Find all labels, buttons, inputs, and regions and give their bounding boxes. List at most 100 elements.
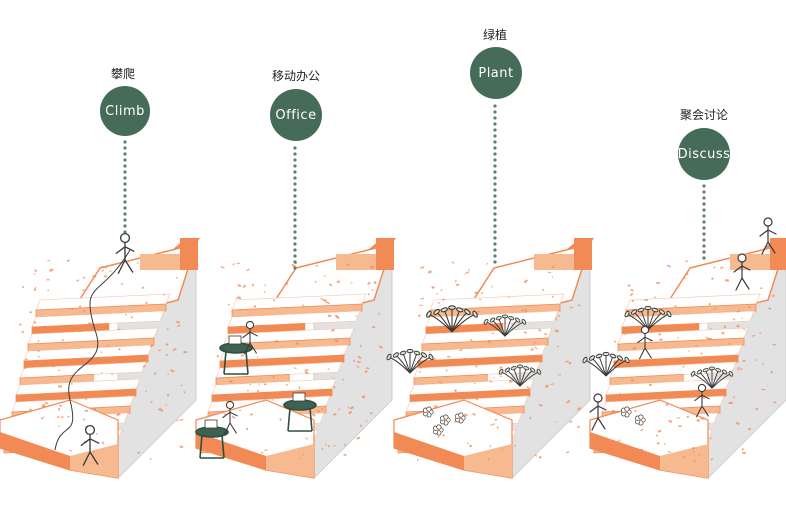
stair-speckle	[666, 264, 672, 268]
stair-speckle	[264, 284, 266, 286]
stair-speckle	[463, 413, 468, 417]
leader-dot	[493, 146, 497, 150]
stair-speckle	[149, 458, 152, 460]
stair-speckle	[653, 296, 657, 299]
leader-dot	[493, 230, 497, 234]
stair-speckle	[150, 400, 153, 404]
stair-speckle	[348, 410, 353, 415]
stair-speckle	[320, 297, 325, 301]
stair-speckle	[442, 298, 445, 302]
stair-speckle	[58, 394, 61, 397]
stair-speckle	[470, 445, 473, 447]
stair-back-step	[534, 254, 574, 270]
stair-speckle	[551, 276, 554, 278]
stair-speckle	[526, 385, 530, 389]
stair-speckle	[183, 351, 188, 354]
stair-speckle	[436, 292, 439, 295]
plant-leaf-tip	[728, 370, 734, 377]
stair-speckle	[227, 303, 230, 306]
stair-speckle	[170, 369, 175, 373]
figure-discuss-top-right	[759, 217, 777, 255]
plant-leaf	[591, 357, 607, 377]
stair-speckle	[496, 426, 499, 429]
flower-petal	[443, 414, 449, 420]
stair-speckle	[298, 386, 301, 389]
leader-dot	[123, 152, 127, 156]
stair-speckle	[355, 315, 357, 318]
figure-head	[763, 217, 773, 227]
stair-speckle	[765, 385, 768, 387]
leader-dot	[293, 194, 297, 198]
stair-speckle	[52, 365, 55, 368]
figure-discuss-bottom-right	[694, 383, 710, 418]
stair-speckle	[741, 448, 745, 451]
desk-upper	[219, 335, 253, 375]
stair-speckle	[325, 301, 330, 305]
stair-speckle	[773, 401, 777, 404]
stair-speckle	[216, 355, 220, 358]
stair-speckle	[487, 339, 492, 344]
stair-riser	[409, 388, 531, 403]
stair-back-riser	[574, 238, 592, 270]
stair-speckle	[232, 263, 235, 266]
stair-speckle	[272, 299, 276, 302]
stair-speckle	[437, 302, 441, 304]
stair-speckle	[566, 451, 570, 453]
stair-speckle	[272, 398, 275, 402]
leader-dot	[123, 158, 127, 162]
plant-leaf-tip	[708, 366, 716, 371]
stair-speckle	[327, 314, 332, 317]
stair-speckle	[44, 401, 49, 405]
leader-dot	[493, 122, 497, 126]
leader-dot	[702, 208, 706, 212]
stair-speckle	[77, 329, 82, 333]
figure-body	[115, 241, 135, 274]
stair-speckle	[554, 329, 559, 333]
stair-speckle	[529, 416, 532, 420]
stair-speckle	[577, 406, 582, 411]
figure-body	[637, 333, 653, 360]
figure-head	[84, 424, 96, 436]
plant-leaf-tip	[616, 355, 624, 361]
stair-speckle	[373, 281, 377, 285]
stair-speckle	[419, 304, 423, 306]
stair-riser	[23, 354, 149, 369]
stair-speckle	[737, 368, 740, 371]
label-cn-discuss: 聚会讨论	[679, 108, 729, 122]
stair-speckle	[356, 436, 361, 440]
stair-speckle	[118, 347, 121, 351]
stair-speckle	[544, 384, 549, 389]
stair-speckle	[334, 314, 339, 319]
stair-speckle	[557, 314, 560, 317]
stair-speckle	[378, 312, 381, 315]
figure-body	[733, 261, 751, 291]
stair-speckle	[736, 324, 740, 328]
stair-tread	[609, 361, 737, 379]
stair-speckle	[737, 366, 740, 369]
stair-speckle	[369, 265, 374, 269]
stair-speckle	[420, 297, 425, 300]
stair-speckle	[349, 405, 354, 410]
stair-speckle	[661, 339, 664, 341]
leader-dot	[293, 206, 297, 210]
stair-speckle	[698, 454, 700, 457]
stair-speckle	[342, 378, 344, 381]
plant-leaf-tip	[702, 368, 709, 373]
stair-bottom-riser	[0, 432, 70, 470]
stair-speckle	[343, 453, 347, 457]
stair-speckle	[82, 288, 85, 292]
plant-leaf-tip	[510, 366, 517, 371]
stair-speckle	[431, 286, 435, 289]
stair-speckle	[136, 451, 141, 454]
stair-speckle	[682, 365, 685, 368]
stair-speckle	[239, 453, 243, 457]
stair-speckle	[568, 361, 572, 365]
stair-speckle	[321, 447, 324, 451]
leader-dot	[493, 206, 497, 210]
bubble-label-office: Office	[275, 107, 317, 123]
stair-speckle	[487, 458, 490, 461]
bubble-climb: Climb	[100, 86, 150, 136]
stair-speckle	[686, 415, 690, 418]
stair-speckle	[709, 369, 713, 372]
